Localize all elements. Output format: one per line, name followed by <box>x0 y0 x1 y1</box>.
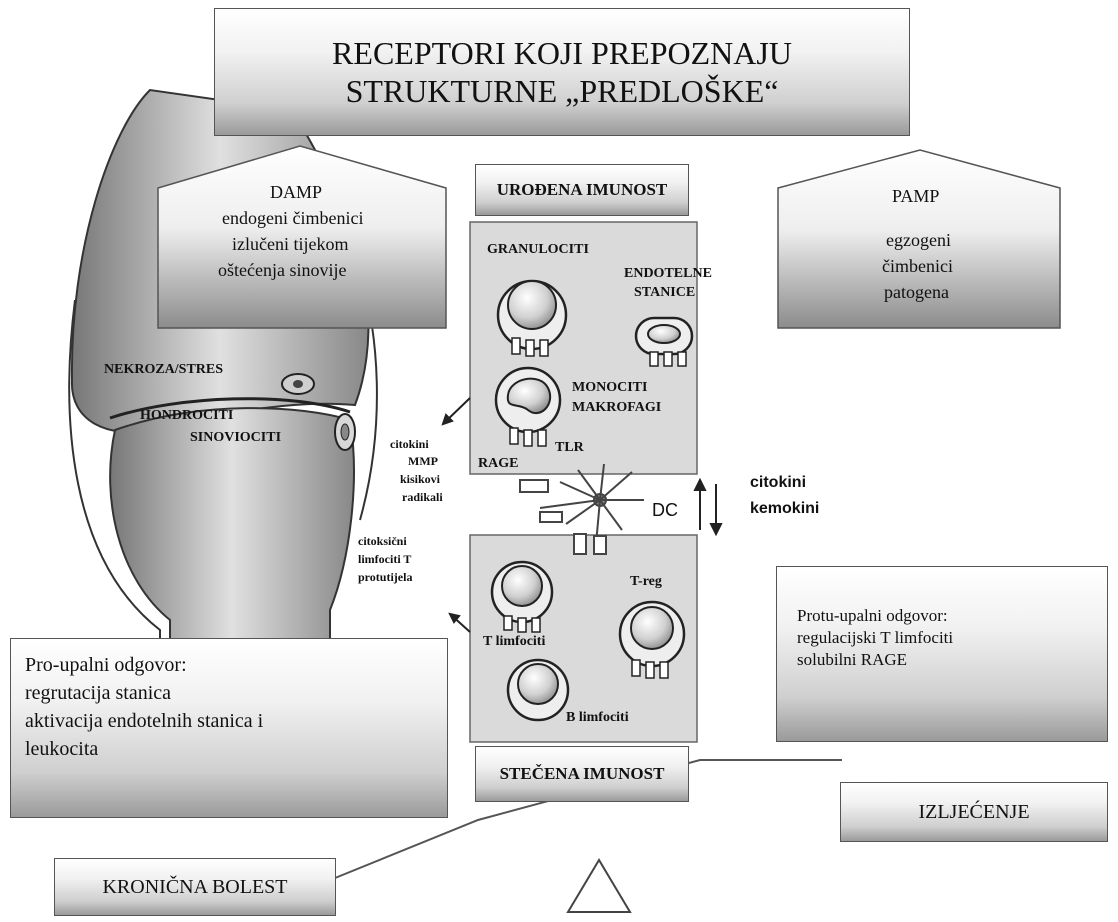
sinoviociti-label: SINOVIOCITI <box>190 430 282 445</box>
pro-line-1: Pro-upalni odgovor: <box>25 654 187 676</box>
anti-line-1: Protu-upalni odgovor: <box>797 606 948 625</box>
mediator-lower-2: limfociti T <box>358 552 412 566</box>
innate-label: UROĐENA IMUNOST <box>496 180 668 199</box>
damp-line-3: oštećenja sinovije <box>218 260 347 280</box>
tlr-label: TLR <box>555 440 584 455</box>
anti-inflammatory-box: Protu-upalni odgovor: regulacijski T lim… <box>776 566 1108 742</box>
pro-inflammatory-box: Pro-upalni odgovor: regrutacija stanica … <box>10 638 448 818</box>
nekroza-label: NEKROZA/STRES <box>104 362 224 377</box>
damp-line-2: izlučeni tijekom <box>232 234 349 254</box>
signal-citokini: citokini <box>750 474 807 491</box>
healing-label: IZLJEĆENJE <box>918 800 1030 823</box>
t-reg-label: T-reg <box>630 574 662 589</box>
t-lymphocyte-cell <box>490 560 554 633</box>
granulociti-label: GRANULOCITI <box>487 242 589 257</box>
monociti-label: MONOCITI <box>572 380 648 395</box>
pamp-title: PAMP <box>892 186 940 206</box>
innate-label-box: UROĐENA IMUNOST <box>475 164 689 216</box>
mediator-upper-2: MMP <box>408 454 438 468</box>
b-lymphocyte-cell <box>506 658 570 722</box>
pamp-line-3: patogena <box>884 282 949 302</box>
mediator-lower-1: citoksični <box>358 534 407 548</box>
chronic-disease-box: KRONIČNA BOLEST <box>54 858 336 916</box>
signal-kemokini: kemokini <box>750 500 820 517</box>
pro-line-4: leukocita <box>25 738 99 760</box>
arrows <box>441 397 723 633</box>
mediator-upper-3: kisikovi <box>400 472 441 486</box>
t-limfociti-label: T limfociti <box>483 634 546 649</box>
makrofagi-label: MAKROFAGI <box>572 400 662 415</box>
acquired-label: STEČENA IMUNOST <box>499 764 665 783</box>
tibia-bone <box>109 407 355 701</box>
dendritic-cell <box>519 463 644 555</box>
damp-line-1: endogeni čimbenici <box>222 208 364 228</box>
healing-box: IZLJEĆENJE <box>840 782 1108 842</box>
acquired-label-box: STEČENA IMUNOST <box>475 746 689 802</box>
anti-line-3: solubilni RAGE <box>797 650 908 669</box>
header-line-2: STRUKTURNE „PREDLOŠKE“ <box>345 73 779 109</box>
pro-line-2: regrutacija stanica <box>25 682 172 704</box>
chronic-label: KRONIČNA BOLEST <box>102 875 288 898</box>
pamp-line-2: čimbenici <box>882 256 953 276</box>
rage-label: RAGE <box>478 456 519 471</box>
anti-line-2: regulacijski T limfociti <box>797 628 954 647</box>
granulocyte-cell <box>496 279 568 357</box>
monocyte-cell <box>494 366 562 447</box>
damp-title: DAMP <box>270 182 323 202</box>
mediator-upper-4: radikali <box>402 490 443 504</box>
header-box: RECEPTORI KOJI PREPOZNAJU STRUKTURNE „PR… <box>214 8 910 136</box>
endotelne-label-2: STANICE <box>634 285 696 300</box>
pamp-line-1: egzogeni <box>886 230 951 250</box>
t-reg-cell <box>618 600 686 679</box>
pro-line-3: aktivacija endotelnih stanica i <box>25 710 264 732</box>
endothelial-cell <box>634 316 694 367</box>
b-limfociti-label: B limfociti <box>566 710 629 725</box>
hondrociti-label: HONDROCITI <box>140 408 234 423</box>
mediator-upper-1: citokini <box>390 437 429 451</box>
dc-label: DC <box>652 500 678 520</box>
cartilage <box>109 397 351 420</box>
mediator-lower-3: protutijela <box>358 570 413 584</box>
header-line-1: RECEPTORI KOJI PREPOZNAJU <box>332 35 792 71</box>
scale-fulcrum <box>566 858 632 913</box>
endotelne-label-1: ENDOTELNE <box>624 266 712 281</box>
